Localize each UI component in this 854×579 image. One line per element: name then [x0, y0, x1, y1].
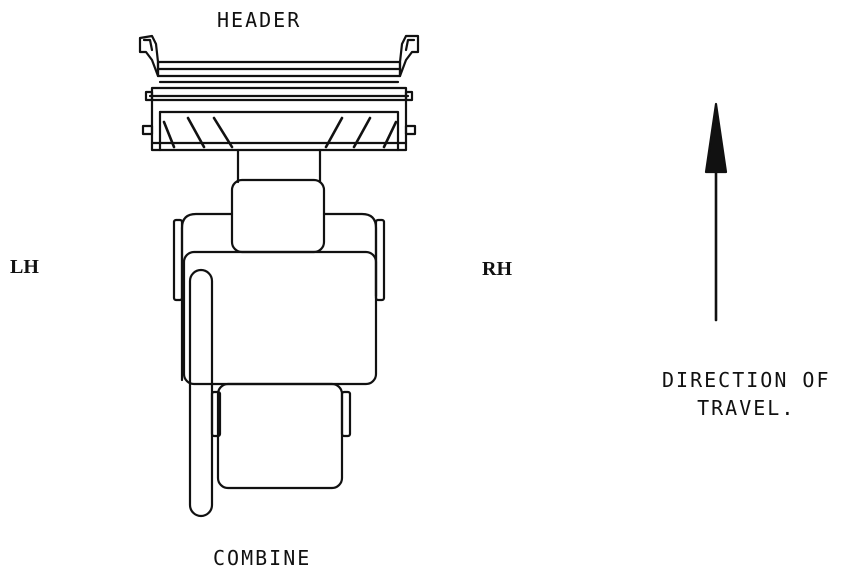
right-hand-label: RH	[482, 258, 512, 280]
body-rear	[216, 382, 344, 490]
header-right-bracket	[398, 34, 420, 78]
rear-left-wheel	[210, 390, 222, 438]
unload-auger	[188, 268, 214, 518]
combine-body	[172, 212, 386, 518]
header-left-tab	[144, 90, 154, 102]
arrow-head-icon	[704, 102, 728, 174]
header-label: HEADER	[217, 8, 302, 32]
header-body	[150, 86, 408, 152]
left-hand-label: LH	[10, 256, 39, 278]
cab	[230, 178, 326, 254]
direction-line-2: TRAVEL.	[697, 396, 796, 420]
header-auger-frame	[158, 110, 400, 152]
header-assembly	[138, 34, 420, 184]
rear-right-wheel	[340, 390, 352, 438]
header-auger-flights-right	[324, 116, 398, 149]
body-front-section	[180, 212, 378, 298]
combine-label: COMBINE	[213, 546, 312, 570]
direction-line-1: DIRECTION OF	[662, 368, 831, 392]
header-right-tab	[404, 124, 417, 136]
header-left-tab	[141, 124, 154, 136]
front-left-tire	[172, 218, 184, 302]
header-auger-flights-left	[162, 116, 234, 149]
header-left-bracket-inner	[142, 38, 154, 52]
direction-arrow	[704, 102, 728, 322]
direction-of-travel-text: DIRECTION OF TRAVEL.	[662, 366, 831, 422]
front-right-tire	[374, 218, 386, 302]
header-left-bracket	[138, 34, 160, 78]
header-right-tab	[404, 90, 414, 102]
header-right-bracket-inner	[404, 38, 416, 52]
